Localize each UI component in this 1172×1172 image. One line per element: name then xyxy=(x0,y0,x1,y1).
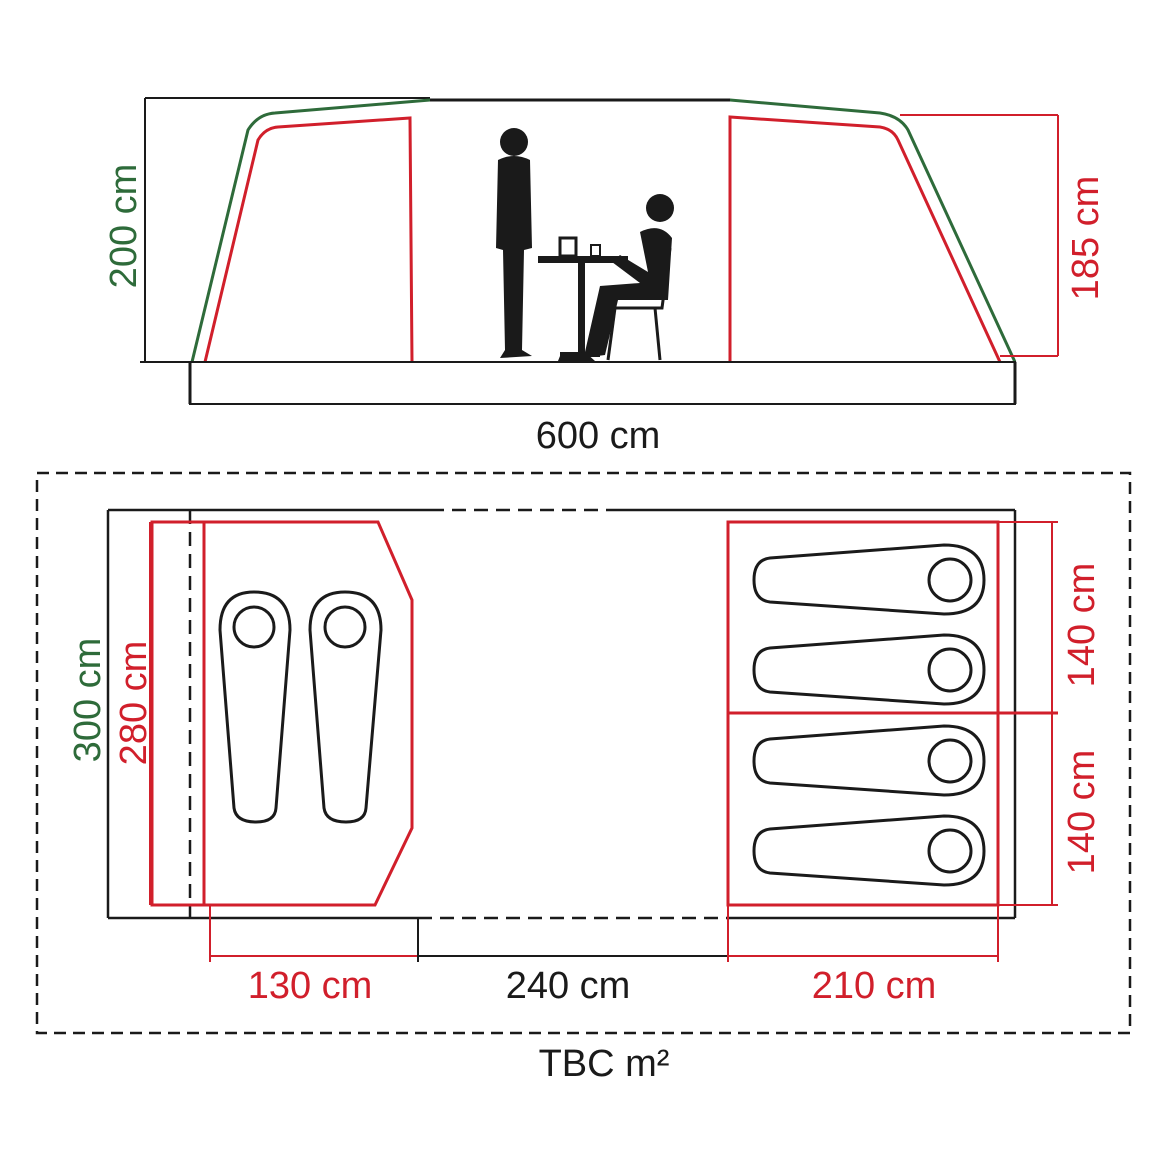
chair-icon xyxy=(606,247,672,361)
length-left-label: 130 cm xyxy=(248,965,373,1007)
side-view: 200 cm 185 cm 600 cm xyxy=(103,97,1107,457)
bedroom-left xyxy=(150,520,414,907)
height-inner-label: 185 cm xyxy=(1065,176,1107,301)
footprint-outline xyxy=(35,471,1132,1035)
width-total-label: 300 cm xyxy=(67,638,109,763)
sleeping-bag-icon xyxy=(752,543,986,616)
sleeping-bag-icon xyxy=(752,633,986,706)
width-inner-label: 280 cm xyxy=(113,641,155,766)
sleeping-bag-icon xyxy=(218,590,292,824)
length-middle-label: 240 cm xyxy=(506,965,631,1007)
height-total-label: 200 cm xyxy=(103,164,145,289)
sleeping-bag-icon xyxy=(308,590,383,824)
area-label: TBC m² xyxy=(539,1043,670,1085)
room-right-top-label: 140 cm xyxy=(1061,563,1103,688)
floor-plan: 300 cm 280 cm 140 cm 140 cm 130 cm 240 c… xyxy=(35,471,1132,1085)
inner-room-left xyxy=(203,116,414,363)
length-right-label: 210 cm xyxy=(812,965,937,1007)
room-right-bottom-label: 140 cm xyxy=(1061,750,1103,875)
sitting-person-icon xyxy=(558,194,674,361)
length-label: 600 cm xyxy=(536,415,661,457)
standing-person-icon xyxy=(496,128,532,358)
sleeping-bag-icon xyxy=(752,724,986,797)
groundsheet xyxy=(189,361,1016,405)
inner-room-right xyxy=(728,115,1002,363)
sleeping-bag-icon xyxy=(752,814,986,887)
